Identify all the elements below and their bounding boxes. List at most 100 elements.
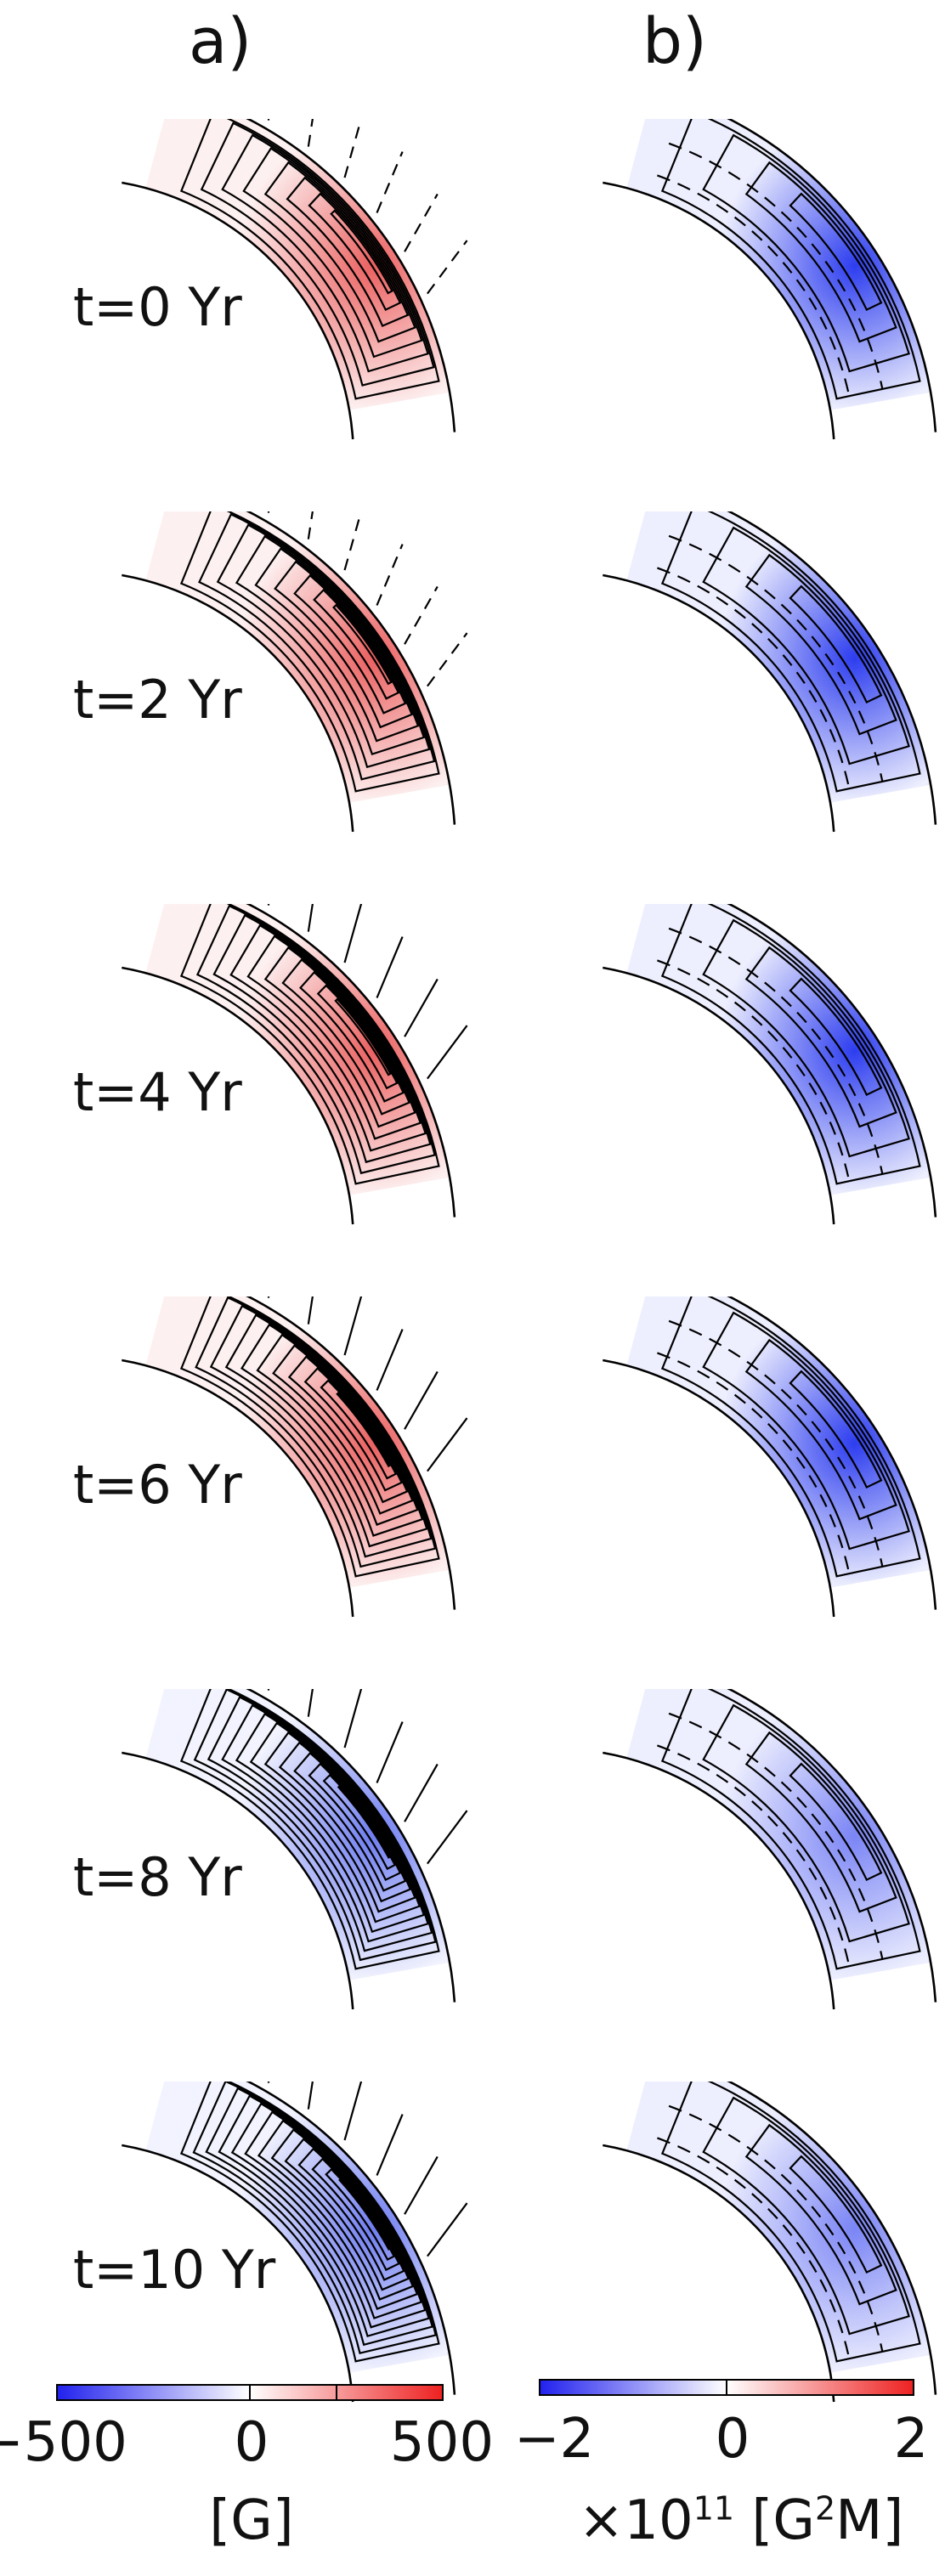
colorbar-helicity-ticklabel-zero: 0 [715, 2408, 750, 2471]
field-line [427, 632, 468, 687]
dashed-contour [668, 534, 884, 782]
contour-line [209, 1304, 433, 1558]
inner-boundary [122, 966, 354, 1225]
field-line [427, 240, 468, 295]
dashed-contour [668, 1319, 884, 1568]
field-line [376, 1329, 404, 1391]
contour-line [198, 512, 436, 781]
field-line [267, 511, 270, 513]
contour-line [286, 176, 410, 328]
contour-line [322, 1773, 397, 1871]
field-line [343, 1296, 363, 1356]
field-line [427, 2202, 468, 2257]
outer-boundary [727, 1689, 937, 2003]
contour-line [195, 1296, 437, 1568]
field-line [427, 1025, 468, 1080]
panel-right-3 [537, 1296, 945, 1653]
contour-line [274, 560, 414, 729]
colorbar-field-tick-q [336, 2384, 337, 2401]
contour-line [660, 119, 921, 400]
outer-boundary [727, 119, 937, 432]
contour-line [702, 133, 910, 373]
contour-line [744, 1338, 897, 1521]
field-line [404, 1763, 439, 1822]
contour-line [179, 511, 440, 793]
contour-line [212, 913, 432, 1164]
contour-line [256, 1333, 419, 1526]
contours [179, 904, 440, 1185]
contour-line [744, 553, 897, 736]
panel-left-2: t=4 Yr [56, 904, 481, 1261]
colorbar-field-tick-mid [249, 2384, 251, 2401]
panel-right-svg [603, 2082, 937, 2403]
contour-line [240, 1323, 424, 1537]
contour-line [308, 1762, 402, 1882]
contours [179, 2082, 440, 2363]
field-lines [267, 1689, 468, 1865]
contour-line [281, 958, 411, 1116]
contour-line [179, 119, 440, 400]
contour-line [660, 1296, 921, 1578]
outer-boundary [246, 2082, 456, 2395]
contour-line [235, 1712, 426, 1934]
field-lines [267, 2082, 468, 2257]
contour-line [287, 1355, 409, 1504]
inner-boundary [603, 573, 835, 833]
contour-line [702, 526, 910, 765]
contours [660, 511, 921, 793]
contour-line [244, 2110, 423, 2319]
panel-right-svg [603, 904, 937, 1225]
unit-prefix: ×10 [578, 2489, 693, 2552]
shell-fill [626, 1296, 931, 1588]
colorbar-helicity-ticklabel-max: 2 [893, 2408, 929, 2471]
field-line [404, 2155, 439, 2215]
inner-boundary [122, 2144, 354, 2403]
field-line [404, 978, 439, 1037]
field-lines [267, 511, 468, 687]
field-line [376, 151, 404, 213]
contour-line [254, 547, 420, 743]
inner-boundary [122, 181, 354, 440]
contour-line [195, 904, 436, 1175]
contour-line [263, 946, 416, 1128]
contour-line [744, 2123, 897, 2306]
field-line [343, 2082, 363, 2141]
field-lines [267, 1296, 468, 1472]
contour-line [179, 1689, 440, 1970]
unit-suffix: M] [835, 2489, 904, 2552]
outer-boundary [727, 2082, 937, 2395]
dashed-contour [668, 927, 884, 1175]
field-line [307, 1296, 314, 1325]
time-label: t=2 Yr [73, 669, 242, 731]
panel-left-1: t=2 Yr [56, 511, 481, 868]
shell-fill [626, 1689, 931, 1980]
field-line [427, 1417, 468, 1472]
time-label: t=6 Yr [73, 1454, 242, 1516]
outer-boundary [246, 904, 456, 1217]
panel-right-svg [603, 511, 937, 833]
panel-right-svg [603, 1296, 937, 1618]
contour-line [789, 1762, 883, 1882]
contour-line [293, 1751, 407, 1892]
field-line [267, 2082, 270, 2083]
contours [179, 1689, 440, 1970]
unit-exponent: 11 [693, 2489, 735, 2528]
contour-line [702, 1311, 910, 1551]
contour-line [308, 192, 402, 312]
contour-line [744, 1731, 897, 1913]
contour-line [313, 588, 400, 700]
contours [179, 1296, 440, 1578]
inner-boundary [122, 1751, 354, 2010]
contour-line [192, 2082, 438, 2355]
contour-line [789, 192, 883, 312]
inner-boundary [603, 1359, 835, 1618]
contour-line [311, 2157, 400, 2272]
field-line [307, 904, 314, 932]
panel-left-svg [122, 1689, 468, 2010]
field-line [404, 1370, 439, 1430]
contour-line [263, 161, 416, 343]
colorbar-helicity-ticklabel-min: −2 [513, 2408, 595, 2471]
field-line [343, 511, 363, 571]
outer-boundary [727, 511, 937, 825]
panel-right-svg [603, 1689, 937, 2010]
